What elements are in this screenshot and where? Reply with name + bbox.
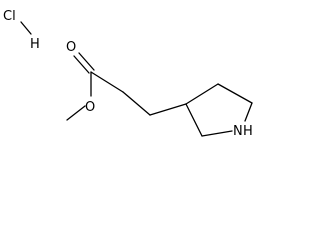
ring-nitrogen-label: N xyxy=(233,124,243,139)
hydrogen-atom-label: H xyxy=(30,37,40,52)
pyrrolidine-ring: N H xyxy=(185,83,253,139)
chain-bond-1 xyxy=(90,71,124,93)
carbonyl-oxygen-label: O xyxy=(66,40,76,55)
carbonyl-double-bond-a xyxy=(73,55,90,74)
hydrochloride-salt: Cl H xyxy=(3,9,40,52)
h-cl-bond xyxy=(20,21,32,35)
chain-bond-2 xyxy=(122,91,151,116)
ring-bond-c4-c3 xyxy=(185,83,219,105)
chain-bond-3 xyxy=(149,103,187,116)
propanoate-chain xyxy=(90,71,187,116)
o-methyl-bond xyxy=(66,105,86,121)
ring-bond-c2-n1 xyxy=(201,130,233,137)
ring-bond-c5-c4 xyxy=(217,83,253,104)
methyl-ester-group: O O xyxy=(66,40,95,121)
chemical-structure-diagram: Cl H O O N H xyxy=(3,9,253,139)
ring-nh-hydrogen-label: H xyxy=(243,124,253,139)
chlorine-atom-label: Cl xyxy=(3,9,16,24)
carbonyl-double-bond-b xyxy=(78,52,95,71)
ring-bond-n1-c5 xyxy=(244,102,253,122)
ring-bond-c3-c2 xyxy=(185,103,203,137)
ether-oxygen-label: O xyxy=(85,100,95,115)
